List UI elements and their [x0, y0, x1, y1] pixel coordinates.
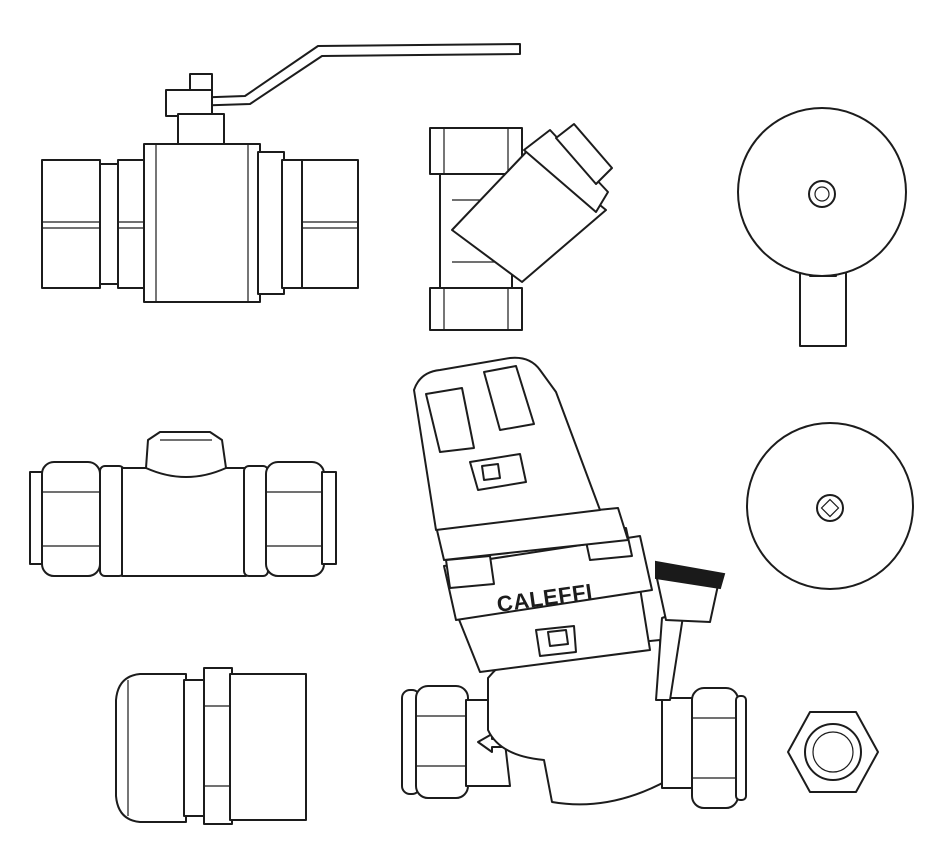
y-strainer	[430, 124, 612, 330]
pressure-gauge	[738, 108, 906, 346]
threaded-union-adapter	[116, 668, 306, 824]
gauge-blanking-cap	[747, 423, 913, 589]
compression-tee-body	[30, 432, 336, 576]
pressure-reducing-valve: CALEFFI	[402, 358, 746, 808]
hex-nut	[788, 712, 878, 792]
ball-valve-with-lever	[42, 44, 520, 302]
